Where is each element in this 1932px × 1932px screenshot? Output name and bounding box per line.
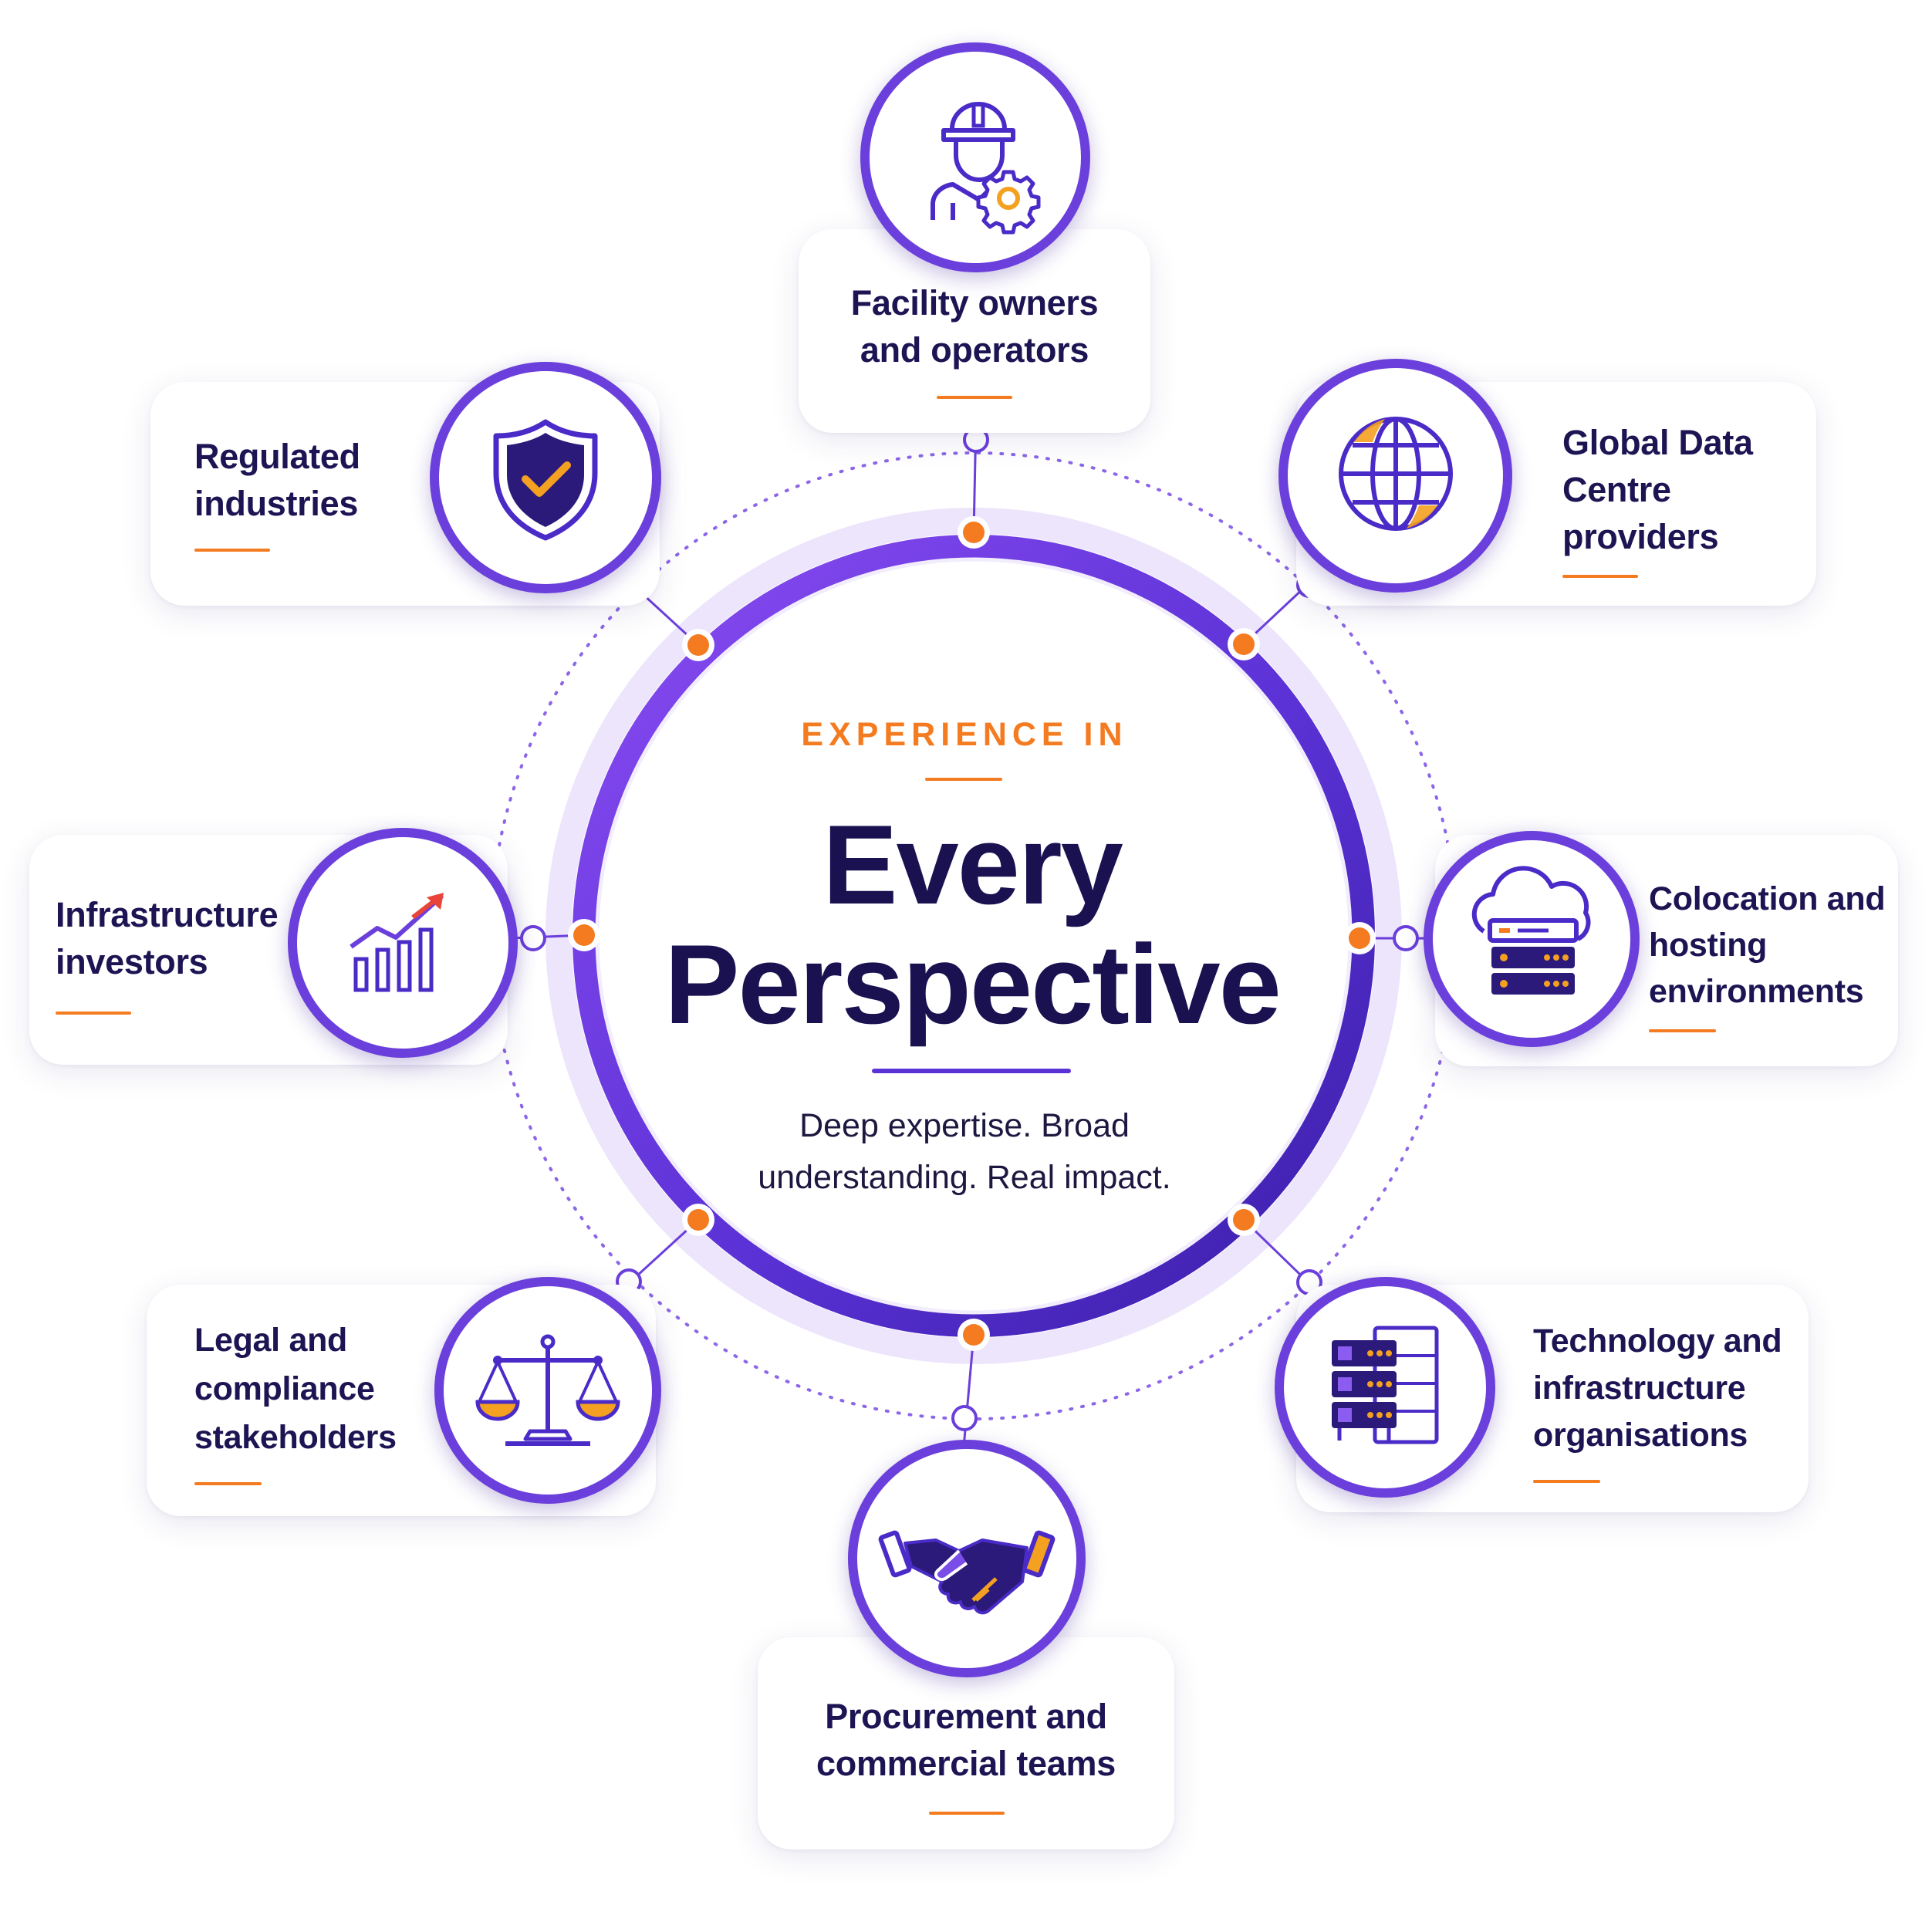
underline-global-data-centre xyxy=(1562,575,1638,578)
orbit-node-procurement xyxy=(951,1405,978,1431)
icon-circle-facility-owners xyxy=(860,42,1090,272)
headline-line-2: Perspective xyxy=(664,921,1282,1047)
label-technology: Technology and infrastructure organisati… xyxy=(1533,1322,1782,1454)
label-regulated: Regulated industries xyxy=(194,437,360,523)
globe-icon xyxy=(1339,417,1453,531)
ring-node-regulated xyxy=(687,634,709,656)
ring-node-investors xyxy=(573,924,595,946)
scales-icon xyxy=(475,1334,620,1446)
tagline: Deep expertise. Broad understanding. Rea… xyxy=(656,1100,1273,1204)
headline-line-1: Every xyxy=(822,802,1123,927)
icon-circle-technology xyxy=(1275,1277,1495,1498)
orbit-node-colocation xyxy=(1393,925,1419,951)
icon-circle-global-data-centre xyxy=(1278,359,1512,593)
label-legal: Legal and compliance stakeholders xyxy=(194,1322,397,1456)
icon-circle-legal xyxy=(434,1277,661,1504)
underline-colocation xyxy=(1649,1029,1716,1032)
underline-technology xyxy=(1533,1480,1600,1483)
icon-circle-regulated xyxy=(430,362,661,593)
ring-node-colocation xyxy=(1349,927,1370,949)
shield-check-icon xyxy=(493,419,598,541)
ring-node-technology xyxy=(1233,1209,1255,1231)
eyebrow-underline xyxy=(925,778,1002,781)
icon-circle-investors xyxy=(288,828,518,1058)
growth-chart-icon xyxy=(350,893,444,992)
ring-node-legal xyxy=(687,1209,709,1231)
server-rack-icon xyxy=(1332,1326,1439,1444)
eyebrow-text: EXPERIENCE IN xyxy=(801,716,1128,753)
underline-investors xyxy=(56,1012,131,1015)
label-investors: Infrastructure investors xyxy=(56,895,279,981)
underline-procurement xyxy=(929,1812,1005,1815)
underline-facility-owners xyxy=(937,396,1012,399)
engineer-gear-icon xyxy=(931,102,1041,235)
underline-regulated xyxy=(194,549,270,552)
headline-divider xyxy=(872,1069,1071,1073)
orbit-node-investors xyxy=(520,925,546,951)
handshake-icon xyxy=(878,1530,1056,1615)
cloud-server-icon xyxy=(1471,866,1591,995)
label-colocation: Colocation and hosting environments xyxy=(1649,880,1886,1010)
icon-circle-colocation xyxy=(1424,831,1640,1047)
ring-node-global-data-centre xyxy=(1233,633,1255,655)
underline-legal xyxy=(194,1482,262,1485)
tagline-line-1: Deep expertise. Broad xyxy=(799,1107,1130,1144)
icon-circle-procurement xyxy=(848,1440,1086,1677)
ring-node-procurement xyxy=(963,1324,985,1346)
label-procurement: Procurement and commercial teams xyxy=(816,1697,1116,1783)
tagline-line-2: understanding. Real impact. xyxy=(758,1159,1171,1196)
ring-node-facility-owners xyxy=(963,522,985,543)
label-global-data-centre: Global Data Centre providers xyxy=(1562,423,1753,556)
label-facility-owners: Facility owners and operators xyxy=(850,283,1099,370)
